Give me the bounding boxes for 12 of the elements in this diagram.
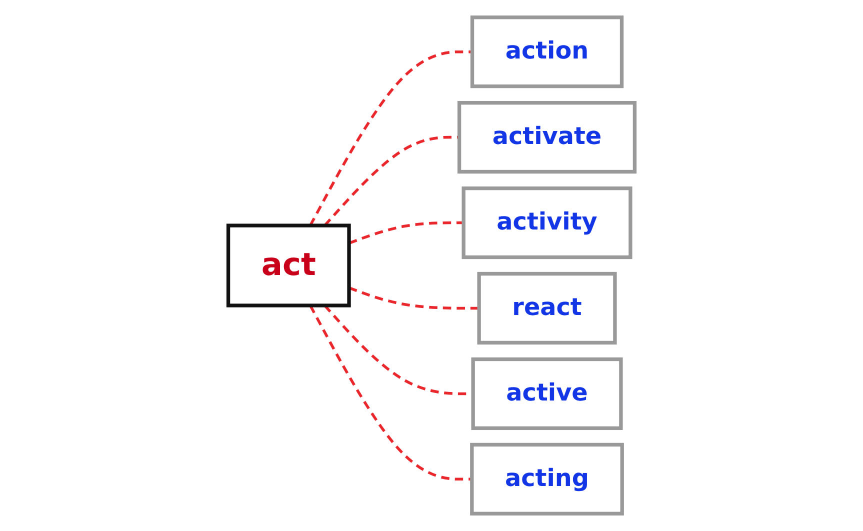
connector: [348, 221, 464, 244]
connector: [348, 286, 480, 310]
node-box: acting: [470, 442, 624, 516]
node-box: act: [226, 224, 351, 308]
node-box: active: [471, 357, 623, 430]
node-box: action: [470, 16, 624, 88]
connector: [324, 136, 460, 226]
node-box: activate: [457, 100, 637, 174]
connector: [309, 50, 472, 226]
node-box: react: [477, 272, 617, 345]
connector: [309, 304, 472, 481]
node-box: activity: [462, 186, 632, 260]
